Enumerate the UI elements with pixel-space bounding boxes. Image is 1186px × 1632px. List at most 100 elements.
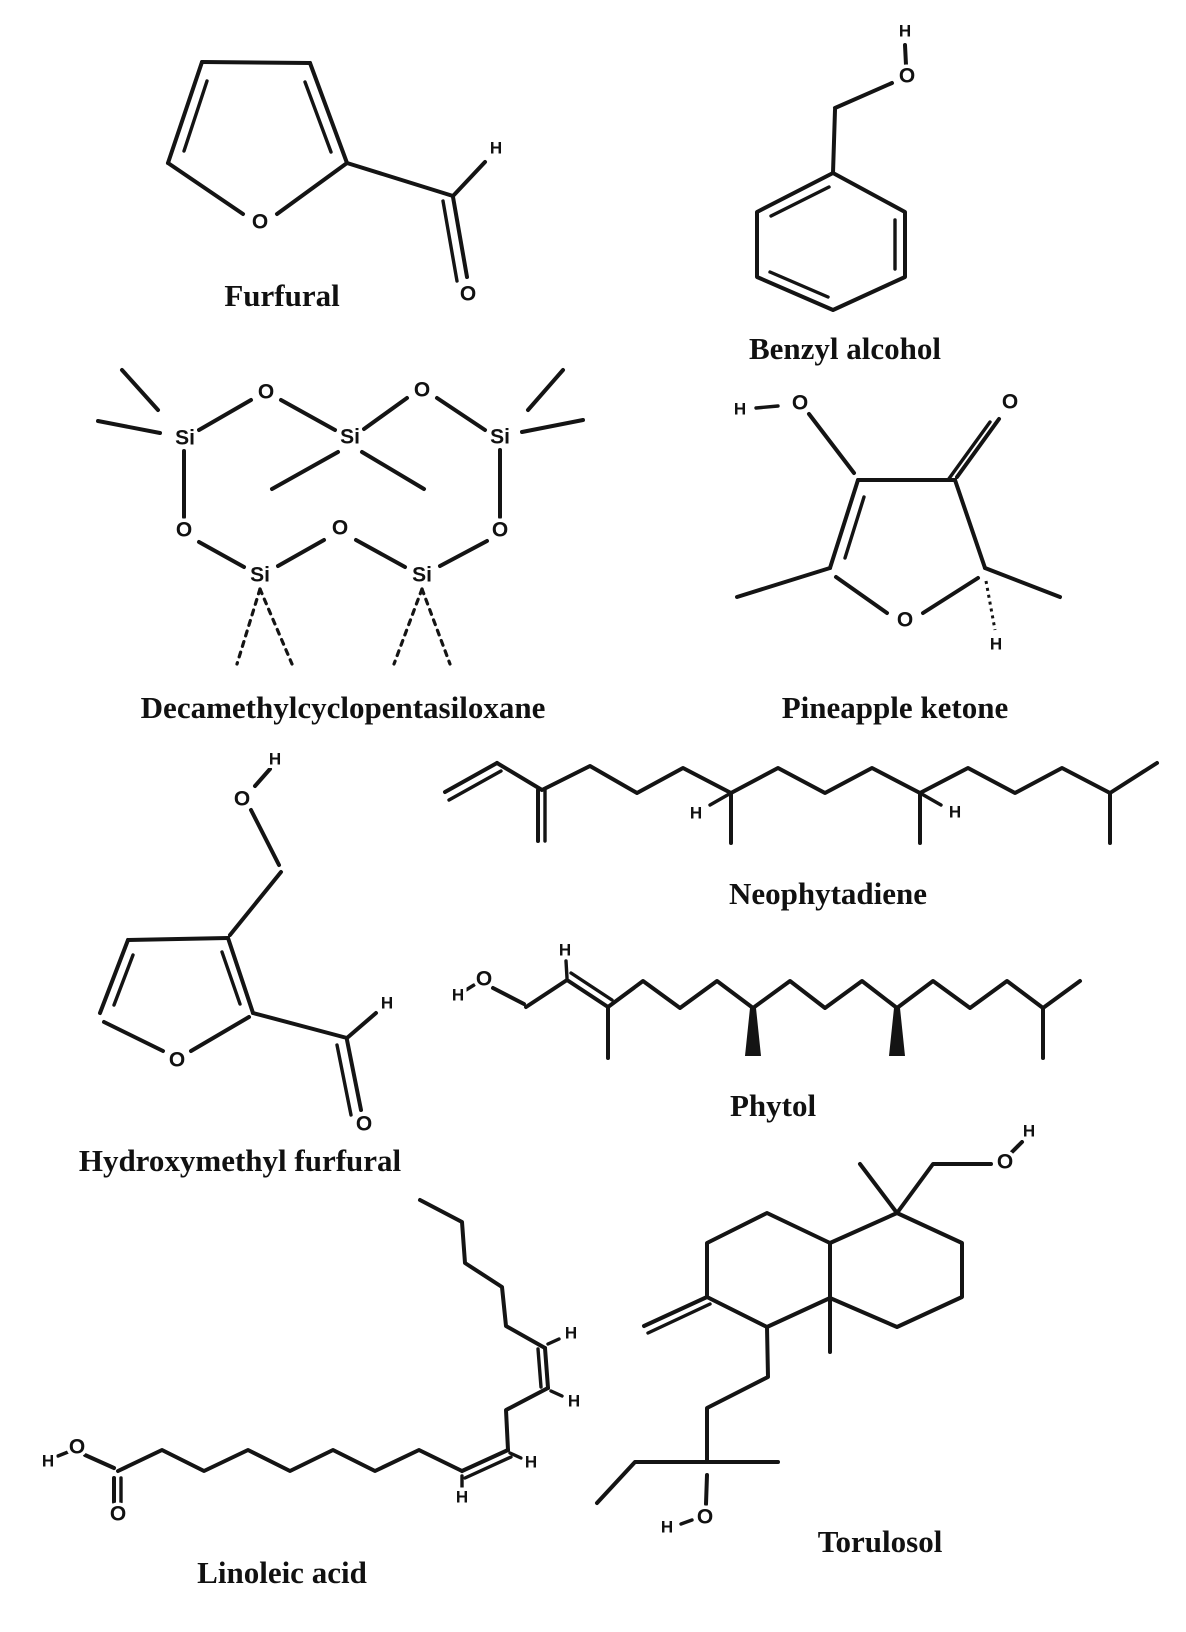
bond-line bbox=[98, 938, 130, 1015]
atom-label-hydrogen: H bbox=[690, 804, 702, 823]
bond-line bbox=[275, 161, 349, 216]
bond-line bbox=[504, 1386, 550, 1452]
bond-line bbox=[220, 950, 242, 1006]
molecule-phytol: H O H Phytol bbox=[448, 937, 1082, 1123]
molecule-name: Linoleic acid bbox=[197, 1555, 367, 1590]
bond-line bbox=[705, 1325, 770, 1464]
bond-line bbox=[953, 478, 987, 570]
bond-line bbox=[451, 160, 487, 198]
bond-line bbox=[546, 1337, 561, 1346]
atom-label-oxygen: O bbox=[460, 283, 476, 306]
atom-label-oxygen: O bbox=[476, 968, 492, 991]
bond-line bbox=[705, 1211, 832, 1329]
atom-label-oxygen: O bbox=[176, 519, 192, 542]
atom-label-hydrogen: H bbox=[269, 750, 281, 769]
atom-label-oxygen: O bbox=[1002, 391, 1018, 414]
atom-label-hydrogen: H bbox=[559, 941, 571, 960]
atom-label-oxygen: O bbox=[356, 1113, 372, 1136]
atom-label-oxygen: O bbox=[492, 519, 508, 542]
bond-line bbox=[895, 1162, 993, 1215]
bond-line bbox=[833, 81, 894, 110]
bond-line bbox=[831, 108, 837, 175]
atom-label-silicon: Si bbox=[340, 426, 360, 449]
bond-line bbox=[189, 1015, 251, 1053]
bond-line bbox=[83, 1453, 116, 1470]
bond-line bbox=[858, 1162, 899, 1215]
bond-line bbox=[308, 61, 349, 165]
bond-line bbox=[279, 398, 337, 432]
bond-line bbox=[606, 979, 1082, 1010]
bond-line bbox=[96, 419, 162, 435]
atom-label-silicon: Si bbox=[250, 564, 270, 587]
atom-label-silicon: Si bbox=[175, 427, 195, 450]
molecule-decamethylcyclopentasiloxane: Si Si Si Si Si O O O O O Decamethylcyclo… bbox=[96, 368, 585, 725]
bond-line bbox=[276, 538, 326, 568]
atom-label-oxygen: O bbox=[899, 65, 915, 88]
bond-line bbox=[362, 396, 409, 431]
atom-label-oxygen: O bbox=[110, 1503, 126, 1526]
bond-line bbox=[903, 43, 908, 67]
bond-line bbox=[120, 368, 160, 412]
molecule-name: Neophytadiene bbox=[729, 876, 927, 911]
bond-line bbox=[735, 566, 832, 599]
bond-line bbox=[983, 566, 1062, 599]
bond-line bbox=[56, 1450, 70, 1458]
bond-line bbox=[200, 60, 312, 65]
atom-label-hydrogen: H bbox=[1023, 1122, 1035, 1141]
atom-label-oxygen: O bbox=[897, 609, 913, 632]
bond-line bbox=[754, 404, 780, 410]
atom-label-hydrogen: H bbox=[734, 400, 746, 419]
molecule-torulosol: O H O H Torulosol bbox=[595, 1118, 1039, 1559]
bond-line bbox=[646, 1302, 712, 1335]
bond-line bbox=[464, 983, 476, 992]
bond-line bbox=[843, 495, 866, 560]
bond-line bbox=[1010, 1140, 1024, 1154]
atom-label-oxygen: O bbox=[332, 517, 348, 540]
molecule-neophytadiene: H H Neophytadiene bbox=[443, 761, 1159, 911]
bond-line bbox=[443, 761, 499, 794]
bond-line bbox=[769, 185, 831, 218]
bond-line bbox=[435, 396, 487, 432]
molecule-name: Phytol bbox=[730, 1088, 817, 1123]
bond-line bbox=[704, 1473, 709, 1506]
molecule-name: Pineapple ketone bbox=[782, 690, 1008, 725]
atom-label-oxygen: O bbox=[69, 1436, 85, 1459]
bond-line bbox=[112, 953, 135, 1007]
bond-line bbox=[807, 412, 856, 475]
molecule-name: Decamethylcyclopentasiloxane bbox=[141, 690, 546, 725]
atom-label-hydrogen: H bbox=[568, 1392, 580, 1411]
bond-line bbox=[642, 1295, 709, 1328]
bond-line bbox=[166, 60, 204, 165]
bond-line bbox=[197, 398, 253, 432]
bond-line bbox=[984, 580, 997, 631]
bond-line bbox=[166, 161, 245, 216]
molecule-name: Furfural bbox=[224, 278, 340, 313]
bond-line bbox=[463, 1455, 513, 1480]
bond-line bbox=[564, 959, 569, 980]
bond-line bbox=[197, 540, 246, 569]
bond-line bbox=[569, 971, 614, 1002]
bond-line bbox=[226, 936, 255, 1015]
bond-line bbox=[418, 1198, 547, 1350]
atom-label-oxygen: O bbox=[697, 1506, 713, 1529]
bond-line bbox=[491, 986, 526, 1006]
bond-line bbox=[303, 80, 333, 154]
molecule-name: Torulosol bbox=[818, 1524, 943, 1559]
molecule-furfural: O O H Furfural bbox=[166, 60, 506, 313]
bond-line bbox=[345, 161, 455, 198]
molecule-name: Benzyl alcohol bbox=[749, 331, 941, 366]
bond-line bbox=[258, 587, 294, 666]
atom-label-oxygen: O bbox=[997, 1151, 1013, 1174]
atom-label-hydrogen: H bbox=[525, 1453, 537, 1472]
atom-label-hydrogen: H bbox=[949, 803, 961, 822]
molecule-hydroxymethyl-furfural: H O O H O Hydroxymethyl furfural bbox=[79, 746, 402, 1178]
bond-line bbox=[595, 1460, 709, 1505]
atom-label-silicon: Si bbox=[412, 564, 432, 587]
bond-line bbox=[420, 587, 452, 666]
bond-line bbox=[228, 870, 283, 937]
bond-line bbox=[354, 538, 407, 569]
atom-label-oxygen: O bbox=[169, 1049, 185, 1072]
bond-line bbox=[918, 791, 943, 807]
